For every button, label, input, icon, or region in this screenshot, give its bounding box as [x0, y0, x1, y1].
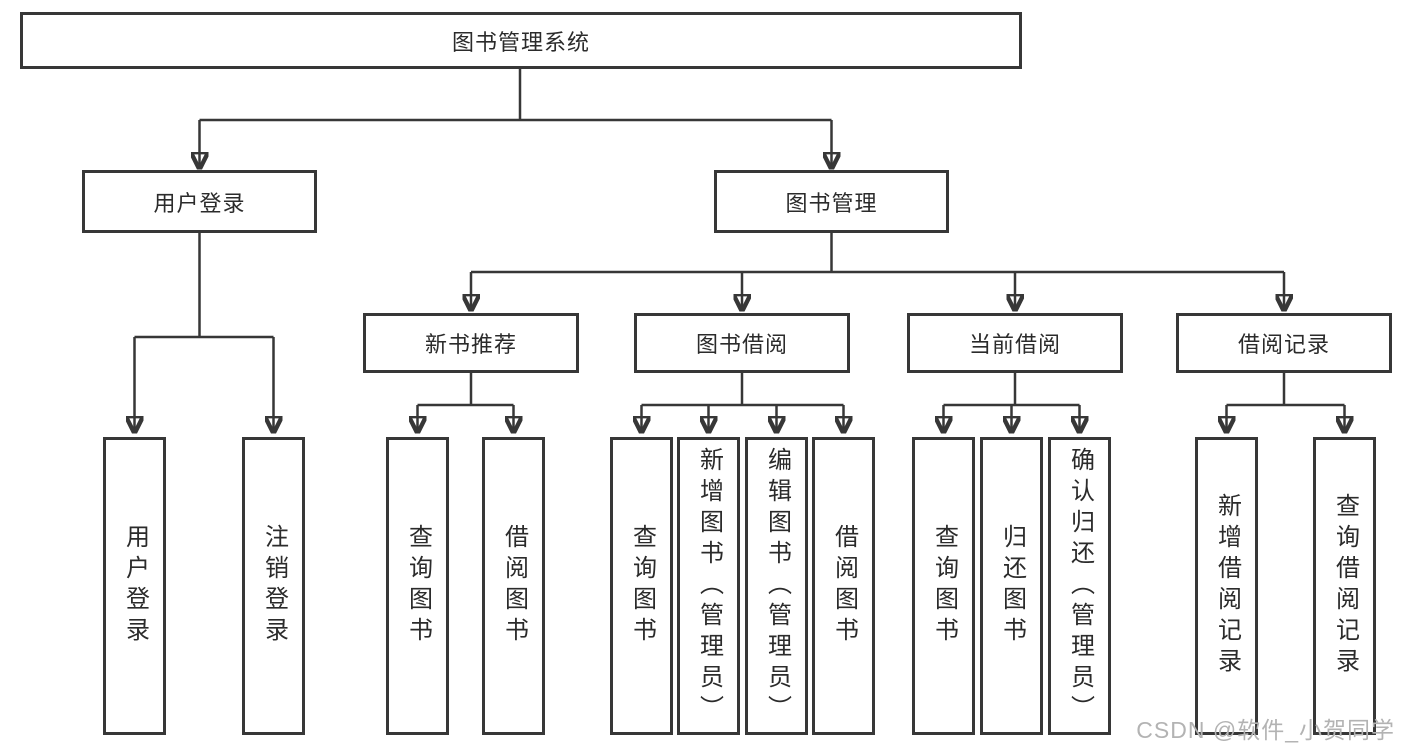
leaf-query-books-current: 查询图书	[912, 437, 975, 735]
node-borrowing-records: 借阅记录	[1176, 313, 1392, 373]
leaf-return-books: 归还图书	[980, 437, 1043, 735]
node-label: 图书借阅	[695, 332, 788, 357]
leaf-borrow-books-recommend: 借阅图书	[482, 437, 545, 735]
leaf-query-books-recommend: 查询图书	[386, 437, 449, 735]
node-label: 查询图书	[628, 524, 656, 648]
node-label: 图书管理系统	[451, 29, 590, 55]
leaf-add-borrow-record: 新增借阅记录	[1195, 437, 1258, 735]
node-label: 归还图书	[998, 524, 1026, 648]
node-book-borrowing: 图书借阅	[634, 313, 850, 373]
node-label: 编辑图书（管理员）	[763, 446, 791, 726]
node-label: 用户登录	[121, 524, 149, 648]
node-label: 当前借阅	[968, 332, 1061, 357]
node-label: 新增图书（管理员）	[695, 446, 723, 726]
leaf-add-books-admin: 新增图书（管理员）	[677, 437, 740, 735]
leaf-confirm-return-admin: 确认归还（管理员）	[1048, 437, 1111, 735]
node-label: 查询图书	[404, 524, 432, 648]
leaf-logout: 注销登录	[242, 437, 305, 735]
node-library-management-system: 图书管理系统	[20, 12, 1022, 69]
node-current-borrowing: 当前借阅	[907, 313, 1123, 373]
node-label: 确认归还（管理员）	[1066, 446, 1094, 726]
node-label: 新增借阅记录	[1213, 493, 1241, 679]
node-label: 查询借阅记录	[1331, 493, 1359, 679]
node-label: 新书推荐	[424, 332, 517, 357]
csdn-watermark: CSDN @软件_小贺同学	[1136, 717, 1395, 743]
node-label: 图书管理	[785, 190, 878, 216]
node-label: 查询图书	[930, 524, 958, 648]
leaf-query-books-borrowing: 查询图书	[610, 437, 673, 735]
leaf-edit-books-admin: 编辑图书（管理员）	[745, 437, 808, 735]
node-label: 用户登录	[153, 190, 246, 216]
node-label: 借阅记录	[1237, 332, 1330, 357]
node-book-management: 图书管理	[714, 170, 949, 233]
node-label: 借阅图书	[830, 524, 858, 648]
leaf-query-borrow-record: 查询借阅记录	[1313, 437, 1376, 735]
leaf-borrow-books: 借阅图书	[812, 437, 875, 735]
leaf-user-login: 用户登录	[103, 437, 166, 735]
node-user-login: 用户登录	[82, 170, 317, 233]
node-new-book-recommend: 新书推荐	[363, 313, 579, 373]
node-label: 借阅图书	[500, 524, 528, 648]
node-label: 注销登录	[260, 524, 288, 648]
